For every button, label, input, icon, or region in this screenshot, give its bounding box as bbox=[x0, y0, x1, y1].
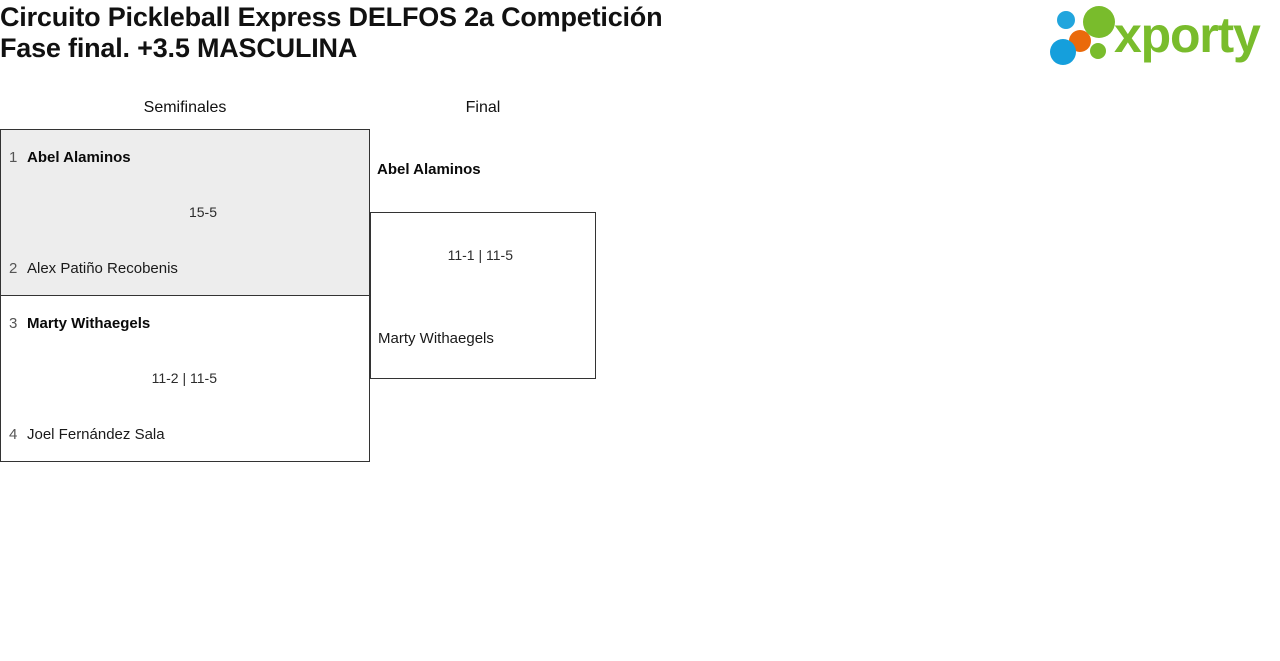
match-player-slot-final-winner[interactable]: Abel Alaminos bbox=[370, 161, 481, 178]
player-name: Marty Withaegels bbox=[27, 315, 151, 332]
green-large-dot-icon bbox=[1083, 6, 1115, 38]
match-score: 11-2 | 11-5 bbox=[151, 370, 217, 386]
player-seed: 3 bbox=[9, 315, 18, 332]
round-header-semifinales: Semifinales bbox=[143, 99, 227, 116]
page-header: Circuito Pickleball Express DELFOS 2a Co… bbox=[0, 0, 1280, 90]
logo-wordmark: xporty bbox=[1114, 7, 1261, 63]
player-name: Abel Alaminos bbox=[377, 161, 481, 178]
match-player-slot[interactable]: 2 Alex Patiño Recobenis bbox=[1, 260, 178, 277]
player-name: Alex Patiño Recobenis bbox=[27, 260, 178, 277]
match-player-slot[interactable]: 1 Abel Alaminos bbox=[1, 149, 131, 166]
logo-dots-graphic bbox=[1048, 6, 1120, 65]
player-name: Abel Alaminos bbox=[27, 149, 131, 166]
player-name: Marty Withaegels bbox=[378, 330, 494, 347]
match-box-final[interactable]: 11-1 | 11-5 Marty Withaegels bbox=[370, 212, 596, 379]
match-player-slot[interactable]: 4 Joel Fernández Sala bbox=[1, 426, 165, 443]
player-seed: 1 bbox=[9, 149, 18, 166]
green-small-dot-icon bbox=[1090, 43, 1106, 59]
match-player-slot[interactable]: Marty Withaegels bbox=[371, 330, 494, 347]
player-seed: 2 bbox=[9, 260, 18, 277]
round-header-final: Final bbox=[465, 99, 501, 116]
match-score: 11-1 | 11-5 bbox=[447, 247, 513, 263]
match-box-semifinal-1[interactable]: 1 Abel Alaminos 15-5 2 Alex Patiño Recob… bbox=[0, 129, 370, 296]
page-title: Circuito Pickleball Express DELFOS 2a Co… bbox=[0, 2, 663, 63]
player-name: Joel Fernández Sala bbox=[27, 426, 165, 443]
match-player-slot[interactable]: 3 Marty Withaegels bbox=[1, 315, 150, 332]
match-box-semifinal-2[interactable]: 3 Marty Withaegels 11-2 | 11-5 4 Joel Fe… bbox=[0, 295, 370, 462]
player-seed: 4 bbox=[9, 426, 18, 443]
xporty-logo[interactable]: xporty bbox=[1048, 6, 1276, 68]
blue-small-dot-icon bbox=[1057, 11, 1075, 29]
match-score: 15-5 bbox=[188, 204, 217, 220]
blue-large-dot-icon bbox=[1050, 39, 1076, 65]
